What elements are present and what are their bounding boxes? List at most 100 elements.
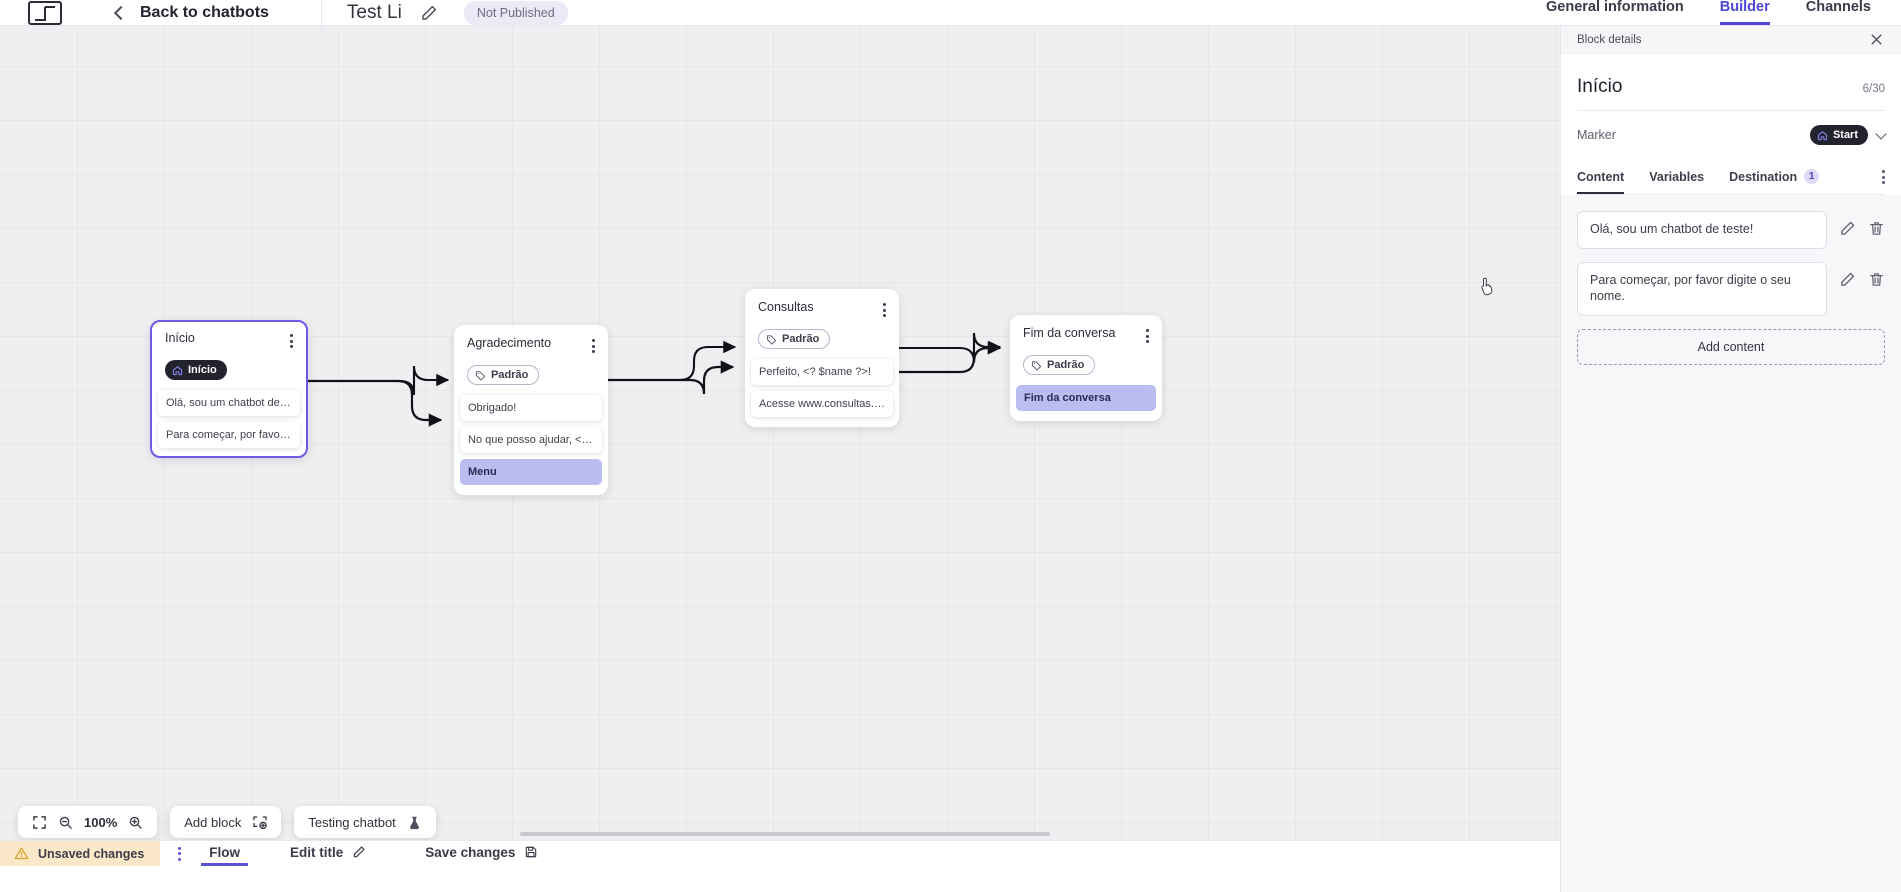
home-icon bbox=[1817, 130, 1828, 140]
add-block-icon bbox=[252, 815, 268, 830]
block-title: Agradecimento bbox=[467, 336, 552, 350]
panel-title-row: Início 6/30 bbox=[1577, 54, 1885, 111]
app-logo-icon[interactable] bbox=[28, 0, 62, 25]
block-header: Fim da conversa bbox=[1010, 326, 1162, 346]
panel-tab-content-label: Content bbox=[1577, 169, 1625, 184]
testing-chatbot-label: Testing chatbot bbox=[308, 814, 396, 830]
block-tag-row: Padrão bbox=[454, 356, 608, 386]
block-tag-row: Início bbox=[152, 351, 306, 381]
block-header: Início bbox=[152, 331, 306, 351]
flow-block-consultas[interactable]: Consultas Padrão Perfeito, <? $name ?>! … bbox=[745, 289, 899, 427]
add-content-label: Add content bbox=[1697, 339, 1765, 354]
block-menu-icon[interactable] bbox=[1144, 326, 1151, 346]
block-tag-label: Padrão bbox=[782, 333, 820, 345]
block-message-list: Obrigado! No que posso ajudar, <? $name … bbox=[454, 394, 608, 485]
panel-tab-variables-label: Variables bbox=[1649, 169, 1705, 184]
panel-more-options-icon[interactable] bbox=[1882, 170, 1885, 184]
panel-tabs: Content Variables Destination 1 bbox=[1577, 157, 1885, 195]
delete-content-icon[interactable] bbox=[1868, 220, 1885, 237]
back-to-chatbots-button[interactable]: Back to chatbots bbox=[113, 4, 269, 22]
block-tag-label: Início bbox=[188, 364, 217, 376]
block-title: Fim da conversa bbox=[1023, 326, 1116, 340]
footer-menu-icon[interactable] bbox=[178, 846, 182, 861]
block-tag-default: Padrão bbox=[758, 329, 831, 349]
canvas-toolbar: 100% Add block Testing chatbot bbox=[18, 806, 436, 838]
flask-icon bbox=[407, 815, 422, 830]
tab-channels[interactable]: Channels bbox=[1805, 0, 1871, 15]
tag-icon bbox=[766, 334, 777, 345]
block-message-list: Olá, sou um chatbot de teste! Para começ… bbox=[152, 389, 306, 448]
block-message-highlighted[interactable]: Fim da conversa bbox=[1016, 384, 1156, 411]
content-text[interactable]: Olá, sou um chatbot de teste! bbox=[1577, 211, 1827, 249]
bot-name: Test Li bbox=[346, 1, 402, 23]
flow-block-fim-da-conversa[interactable]: Fim da conversa Padrão Fim da conversa bbox=[1010, 315, 1162, 421]
panel-tab-destination[interactable]: Destination 1 bbox=[1729, 163, 1820, 194]
save-disk-icon bbox=[524, 845, 539, 860]
panel-header-label: Block details bbox=[1577, 33, 1642, 46]
header-nav-tabs: General information Builder Channels bbox=[1546, 0, 1871, 25]
canvas-horizontal-scrollbar[interactable] bbox=[520, 832, 1050, 836]
panel-content-area: Olá, sou um chatbot de teste! Para começ… bbox=[1561, 195, 1901, 892]
block-tag-label: Padrão bbox=[491, 369, 529, 381]
flow-block-agradecimento[interactable]: Agradecimento Padrão Obrigado! No que po… bbox=[454, 325, 608, 495]
zoom-level: 100% bbox=[84, 814, 118, 830]
edit-pencil-icon[interactable] bbox=[420, 4, 438, 22]
edit-content-icon[interactable] bbox=[1839, 220, 1856, 237]
block-message[interactable]: Perfeito, <? $name ?>! bbox=[751, 358, 893, 385]
block-menu-icon[interactable] bbox=[590, 336, 597, 356]
tab-builder[interactable]: Builder bbox=[1719, 0, 1770, 25]
marker-label: Marker bbox=[1577, 128, 1616, 142]
block-header: Consultas bbox=[745, 300, 899, 320]
delete-content-icon[interactable] bbox=[1868, 271, 1885, 288]
app-header: Back to chatbots Test Li Not Published G… bbox=[0, 0, 1901, 33]
block-message[interactable]: Obrigado! bbox=[460, 394, 602, 421]
bottom-status-bar: Unsaved changes Flow Edit title Save cha… bbox=[0, 840, 1560, 866]
tab-general-information[interactable]: General information bbox=[1546, 0, 1684, 15]
destination-count-badge: 1 bbox=[1804, 169, 1820, 184]
marker-badge-start: Start bbox=[1809, 125, 1868, 145]
panel-tab-destination-label: Destination bbox=[1729, 169, 1798, 184]
block-message-highlighted[interactable]: Menu bbox=[460, 458, 602, 485]
flow-block-inicio[interactable]: Início Início Olá, sou um chatbot de tes… bbox=[150, 320, 308, 458]
edit-title-button[interactable]: Edit title bbox=[282, 841, 375, 866]
fit-screen-icon[interactable] bbox=[32, 815, 47, 830]
footer-tab-flow[interactable]: Flow bbox=[201, 841, 249, 866]
header-divider bbox=[320, 0, 322, 33]
status-badge: Not Published bbox=[463, 0, 568, 25]
warning-icon bbox=[14, 846, 29, 861]
zoom-controls[interactable]: 100% bbox=[18, 806, 158, 838]
block-message[interactable]: Para começar, por favor digite o ... bbox=[158, 421, 300, 448]
zoom-out-icon[interactable] bbox=[58, 815, 73, 830]
unsaved-changes-indicator: Unsaved changes bbox=[0, 841, 161, 866]
marker-row: Marker Start bbox=[1577, 111, 1887, 157]
block-menu-icon[interactable] bbox=[288, 331, 295, 351]
add-block-button[interactable]: Add block bbox=[170, 806, 282, 838]
tag-icon bbox=[1031, 360, 1042, 371]
block-message[interactable]: Olá, sou um chatbot de teste! bbox=[158, 389, 300, 416]
footer-flow-label: Flow bbox=[209, 844, 241, 860]
block-header: Agradecimento bbox=[454, 336, 608, 356]
marker-select[interactable]: Start bbox=[1809, 125, 1887, 145]
panel-block-counter: 6/30 bbox=[1862, 83, 1885, 95]
testing-chatbot-button[interactable]: Testing chatbot bbox=[294, 806, 436, 838]
content-row: Para começar, por favor digite o seu nom… bbox=[1577, 261, 1885, 316]
block-message[interactable]: No que posso ajudar, <? $name ... bbox=[460, 426, 602, 453]
save-changes-button[interactable]: Save changes bbox=[417, 841, 547, 866]
edit-content-icon[interactable] bbox=[1839, 271, 1856, 288]
add-content-button[interactable]: Add content bbox=[1577, 328, 1885, 365]
flow-canvas[interactable]: Início Início Olá, sou um chatbot de tes… bbox=[0, 26, 1560, 866]
panel-tab-variables[interactable]: Variables bbox=[1649, 164, 1704, 194]
block-tag-start: Início bbox=[165, 360, 227, 380]
panel-header: Block details bbox=[1561, 26, 1901, 54]
save-changes-label: Save changes bbox=[425, 844, 516, 860]
block-message[interactable]: Acesse www.consultas.com par... bbox=[751, 390, 893, 417]
block-tag-row: Padrão bbox=[745, 320, 899, 350]
tag-icon bbox=[475, 370, 486, 381]
block-tag-row: Padrão bbox=[1010, 346, 1162, 376]
close-icon[interactable] bbox=[1869, 32, 1884, 47]
zoom-in-icon[interactable] bbox=[128, 815, 143, 830]
block-menu-icon[interactable] bbox=[881, 300, 888, 320]
content-text[interactable]: Para começar, por favor digite o seu nom… bbox=[1577, 261, 1827, 316]
panel-tab-content[interactable]: Content bbox=[1577, 164, 1625, 194]
